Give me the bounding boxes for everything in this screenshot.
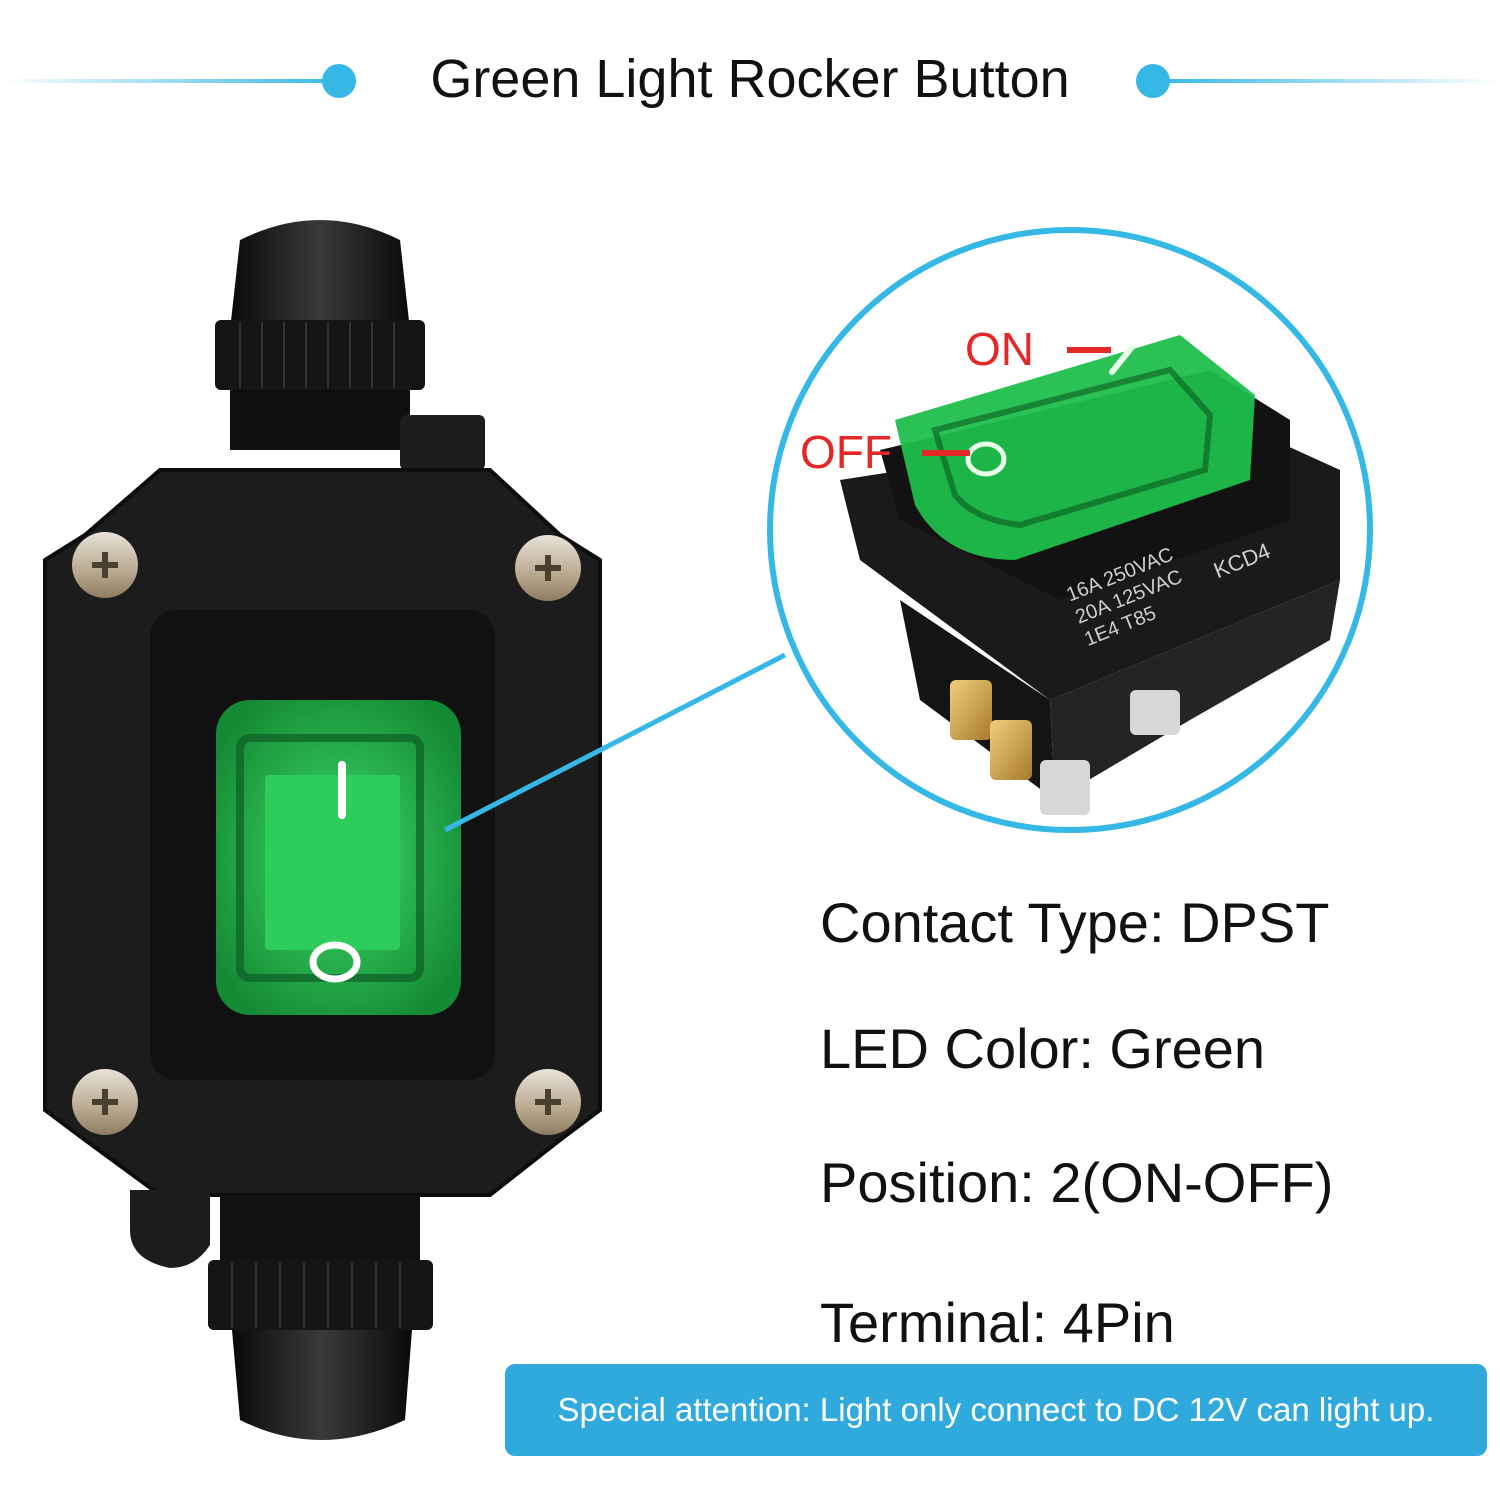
screw-icon xyxy=(515,535,581,601)
spec-contact-type: Contact Type: DPST xyxy=(820,891,1330,954)
spec-position: Position: 2(ON-OFF) xyxy=(820,1151,1334,1214)
zoomed-rocker-switch xyxy=(840,335,1340,815)
spec-terminal: Terminal: 4Pin xyxy=(820,1291,1175,1354)
mounting-tab xyxy=(130,1190,210,1268)
off-label-leader xyxy=(922,450,970,456)
on-label-leader xyxy=(1067,347,1111,353)
callout-leader-line xyxy=(443,652,787,833)
spec-led-color: LED Color: Green xyxy=(820,1017,1266,1080)
screw-icon xyxy=(72,532,138,598)
screw-icon xyxy=(515,1069,581,1135)
header-dot-left xyxy=(322,64,356,98)
header-line-left xyxy=(0,79,340,83)
top-cable-gland xyxy=(215,220,485,470)
off-label: OFF xyxy=(800,426,892,478)
on-label: ON xyxy=(965,323,1034,375)
bottom-cable-gland xyxy=(208,1195,433,1440)
off-symbol-icon xyxy=(309,941,361,983)
page-title: Green Light Rocker Button xyxy=(430,49,1070,109)
green-rocker-switch xyxy=(216,700,461,1015)
header-line-right xyxy=(1158,79,1500,83)
special-attention-banner: Special attention: Light only connect to… xyxy=(505,1364,1487,1456)
screw-icon xyxy=(72,1069,138,1135)
